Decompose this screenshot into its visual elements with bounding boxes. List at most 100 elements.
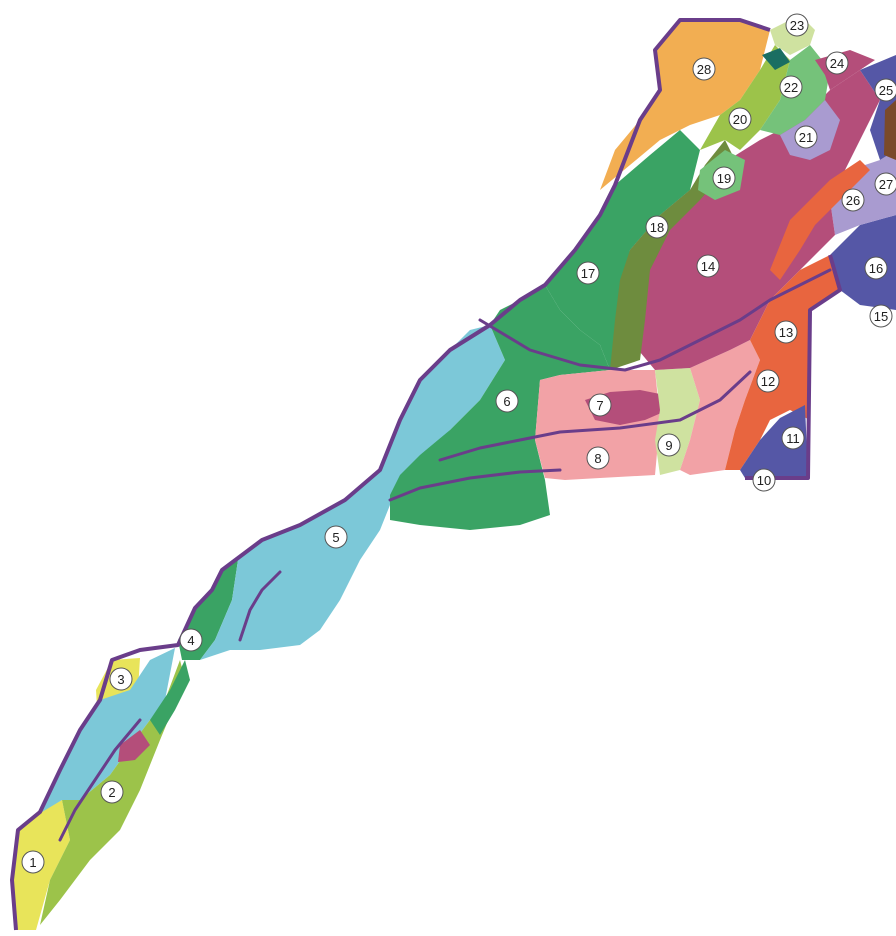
- region-label-number: 23: [790, 18, 804, 33]
- region-fill-22-teal: [762, 48, 790, 70]
- region-label-22: 22: [779, 75, 803, 99]
- region-label-badge: [657, 433, 681, 457]
- region-fill-olive: [610, 140, 735, 370]
- region-label-number: 3: [117, 672, 124, 687]
- region-label-24: 24: [825, 51, 849, 75]
- region-label-badge: [696, 254, 720, 278]
- region-label-badge: [586, 446, 610, 470]
- region-label-number: 24: [830, 56, 844, 71]
- region-label-2: 2: [100, 780, 124, 804]
- region-label-number: 27: [879, 177, 893, 192]
- region-label-number: 13: [779, 325, 793, 340]
- region-label-14: 14: [696, 254, 720, 278]
- boundary-east: [745, 254, 842, 480]
- region-label-badge: [728, 107, 752, 131]
- region-label-number: 21: [799, 130, 813, 145]
- region-label-13: 13: [774, 320, 798, 344]
- region-label-7: 7: [588, 393, 612, 417]
- region-label-6: 6: [495, 389, 519, 413]
- region-label-15: 15: [869, 304, 893, 328]
- region-label-badge: [825, 51, 849, 75]
- region-label-number: 19: [717, 171, 731, 186]
- region-label-badge: [841, 188, 865, 212]
- region-label-badge: [324, 525, 348, 549]
- region-label-number: 5: [332, 530, 339, 545]
- region-label-badge: [785, 13, 809, 37]
- region-label-badge: [100, 780, 124, 804]
- region-fill-16: [830, 215, 896, 310]
- region-label-8: 8: [586, 446, 610, 470]
- region-label-number: 12: [761, 374, 775, 389]
- region-label-badge: [109, 667, 133, 691]
- region-label-11: 11: [781, 426, 805, 450]
- river-west: [238, 570, 282, 642]
- study-area-boundary: [10, 18, 842, 931]
- region-label-number: 14: [701, 259, 715, 274]
- region-label-badge: [588, 393, 612, 417]
- region-label-5: 5: [324, 525, 348, 549]
- region-label-16: 16: [864, 256, 888, 280]
- region-label-27: 27: [874, 172, 896, 196]
- region-label-badge: [774, 320, 798, 344]
- region-label-23: 23: [785, 13, 809, 37]
- region-fill-26-27: [830, 150, 896, 235]
- region-fill-17-18: [545, 130, 700, 370]
- region-label-4: 4: [179, 628, 203, 652]
- region-label-number: 20: [733, 112, 747, 127]
- region-label-18: 18: [645, 215, 669, 239]
- river-north: [478, 268, 832, 372]
- region-label-badge: [752, 468, 776, 492]
- river-south: [388, 468, 562, 502]
- region-label-12: 12: [756, 369, 780, 393]
- region-label-number: 11: [786, 431, 800, 446]
- region-label-3: 3: [109, 667, 133, 691]
- region-label-number: 1: [29, 855, 36, 870]
- region-label-badge: [756, 369, 780, 393]
- region-label-number: 10: [757, 473, 771, 488]
- region-label-number: 8: [594, 451, 601, 466]
- region-fill-brown: [884, 100, 896, 160]
- region-label-26: 26: [841, 188, 865, 212]
- region-label-number: 28: [697, 62, 711, 77]
- region-label-number: 15: [874, 309, 888, 324]
- region-fill-10-11: [740, 405, 808, 478]
- region-label-10: 10: [752, 468, 776, 492]
- region-label-badge: [179, 628, 203, 652]
- region-fill-20: [700, 45, 790, 150]
- region-label-badge: [712, 166, 736, 190]
- region-label-badge: [869, 304, 893, 328]
- rivers: [58, 268, 832, 842]
- region-label-number: 16: [869, 261, 883, 276]
- region-label-badge: [576, 261, 600, 285]
- region-label-28: 28: [692, 57, 716, 81]
- river-central: [438, 370, 752, 462]
- region-label-number: 6: [503, 394, 510, 409]
- region-label-badge: [692, 57, 716, 81]
- region-fill-pink-east: [680, 340, 760, 475]
- region-label-badge: [794, 125, 818, 149]
- region-label-badge: [864, 256, 888, 280]
- region-label-17: 17: [576, 261, 600, 285]
- region-label-number: 9: [665, 438, 672, 453]
- region-label-badge: [645, 215, 669, 239]
- region-label-badge: [779, 75, 803, 99]
- region-label-number: 18: [650, 220, 664, 235]
- region-label-number: 25: [879, 83, 893, 98]
- region-label-badge: [21, 850, 45, 874]
- region-label-badge: [874, 172, 896, 196]
- region-label-25: 25: [874, 78, 896, 102]
- region-label-number: 26: [846, 193, 860, 208]
- region-label-1: 1: [21, 850, 45, 874]
- region-fill-lightblue-sw: [42, 648, 175, 812]
- region-label-21: 21: [794, 125, 818, 149]
- region-fill-magenta-sw: [118, 730, 150, 762]
- region-label-number: 22: [784, 80, 798, 95]
- region-label-number: 17: [581, 266, 595, 281]
- region-fill-green-sw: [150, 660, 190, 735]
- region-label-badge: [874, 78, 896, 102]
- region-label-number: 2: [108, 785, 115, 800]
- region-label-20: 20: [728, 107, 752, 131]
- river-sw: [58, 718, 142, 842]
- region-label-number: 7: [596, 398, 603, 413]
